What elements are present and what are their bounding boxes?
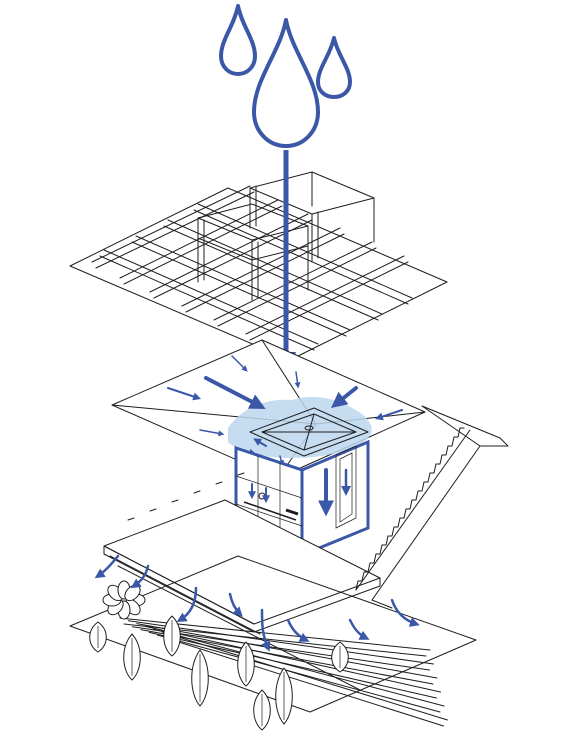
plant-icon — [253, 689, 271, 731]
plant-icon — [89, 621, 107, 653]
roof-plane — [111, 339, 426, 479]
water-drop-icon — [316, 36, 352, 99]
plant-icon — [123, 633, 141, 681]
plant-icon — [331, 641, 349, 673]
water-drop-icon — [252, 18, 320, 148]
plant-icon — [191, 649, 209, 707]
plant-icon — [163, 615, 181, 657]
downpipe-arrow — [276, 150, 296, 378]
deck-platform — [103, 472, 381, 691]
runoff-arrows — [94, 554, 420, 652]
plant-icon — [102, 580, 146, 620]
roof-pergola-grid — [69, 171, 448, 361]
water-drop-icon — [219, 4, 257, 76]
hanging-plants — [89, 580, 349, 731]
stairs — [355, 405, 509, 609]
collected-water-pool — [228, 396, 372, 458]
plant-icon — [237, 641, 255, 687]
plant-icon — [275, 667, 293, 725]
raindrops — [219, 4, 352, 148]
